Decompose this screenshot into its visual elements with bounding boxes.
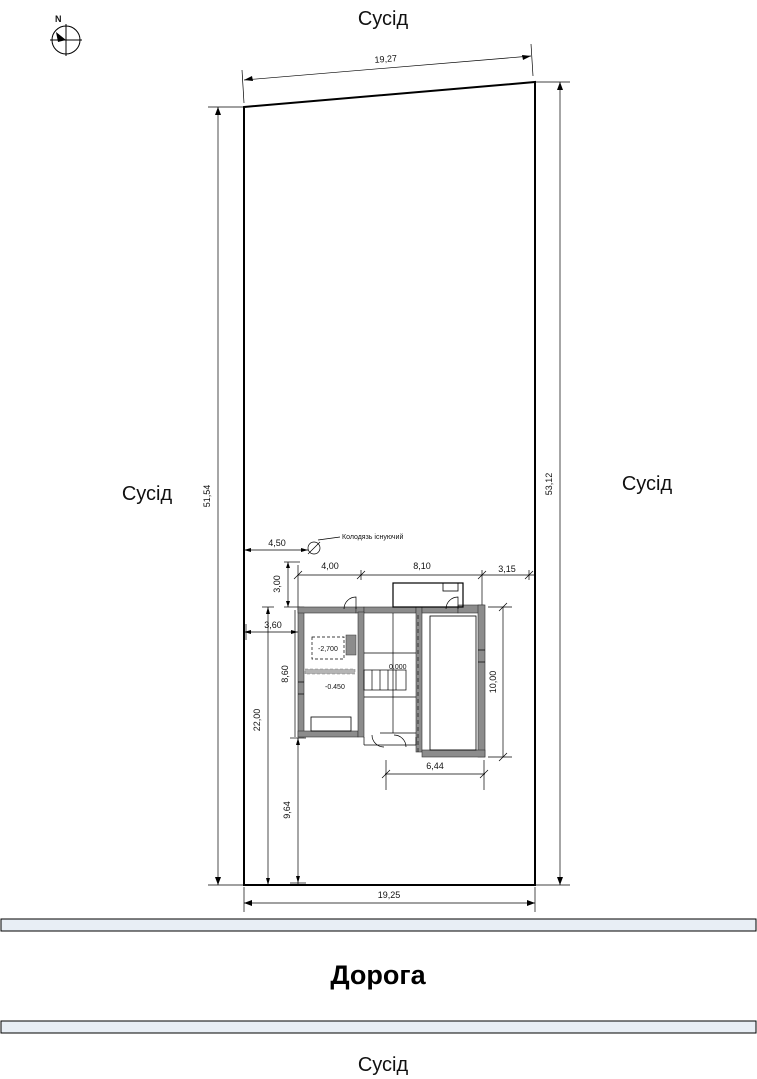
neighbor-right-label: Сусід xyxy=(622,473,673,495)
plot-boundary xyxy=(243,80,536,886)
road: Дорога xyxy=(0,918,757,1034)
road-edge-bottom xyxy=(0,1020,757,1034)
dim-top-width: 19,27 xyxy=(241,43,534,104)
level-ground: 0.000 xyxy=(389,664,407,671)
dim-house-front-to-road: 9,64 xyxy=(282,737,306,885)
dim-seg-a-text: 4,00 xyxy=(321,561,339,571)
dim-well-offset: 4,50 xyxy=(244,538,308,552)
dim-top-width-text: 19,27 xyxy=(374,53,397,65)
dim-top-segments: 4,00 8,10 3,15 xyxy=(293,561,535,610)
north-arrow-icon: N xyxy=(50,14,82,56)
road-label: Дорога xyxy=(330,960,426,990)
dim-house-depth-left-text: 8,60 xyxy=(280,665,290,683)
dim-house-depth-left: 8,60 xyxy=(280,610,296,737)
neighbor-top-label: Сусід xyxy=(358,8,409,30)
dim-garage-width-text: 6,44 xyxy=(426,761,444,771)
dim-left-length-text: 51,54 xyxy=(202,485,212,508)
dim-house-offset-left: 3,60 xyxy=(244,620,298,640)
road-edge-top xyxy=(0,918,757,932)
dim-house-to-road-text: 22,00 xyxy=(252,709,262,732)
existing-well: Колодязь існуючий xyxy=(307,533,403,555)
neighbor-bottom-label: Сусід xyxy=(358,1054,409,1076)
house-floor-plan: -2,700 0.000 -0.450 xyxy=(297,582,486,758)
well-label: Колодязь існуючий xyxy=(342,533,403,541)
dim-house-offset-top-text: 3,00 xyxy=(272,575,282,593)
dim-house-depth-right: 10,00 xyxy=(488,602,512,762)
neighbor-left-label: Сусід xyxy=(122,483,173,505)
dim-house-offset-left-text: 3,60 xyxy=(264,620,282,630)
dim-left-length: 51,54 xyxy=(202,106,246,886)
level-basement: -2,700 xyxy=(318,646,338,653)
dim-bottom-width-text: 19,25 xyxy=(378,890,401,900)
dim-well-offset-text: 4,50 xyxy=(268,538,286,548)
dim-bottom-width: 19,25 xyxy=(243,887,536,912)
dim-seg-c-text: 3,15 xyxy=(498,564,516,574)
dim-house-offset-top: 3,00 xyxy=(272,561,300,608)
dim-seg-b-text: 8,10 xyxy=(413,561,431,571)
dim-house-to-road: 22,00 xyxy=(252,606,274,885)
dim-garage-width: 6,44 xyxy=(381,760,489,790)
dim-right-length-text: 53,12 xyxy=(544,473,554,496)
dim-house-front-to-road-text: 9,64 xyxy=(282,801,292,819)
compass-label: N xyxy=(55,14,62,24)
dim-right-length: 53,12 xyxy=(533,81,570,886)
dim-house-depth-right-text: 10,00 xyxy=(488,671,498,694)
level-lower: -0.450 xyxy=(325,684,345,691)
